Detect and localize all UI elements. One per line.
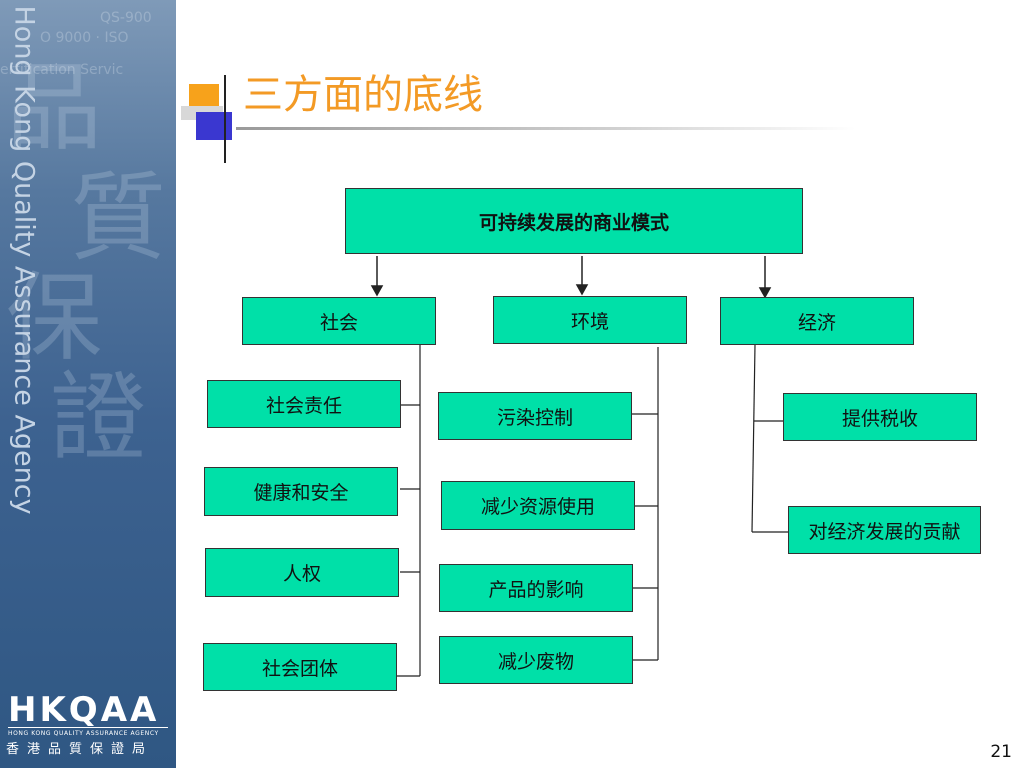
logo-rule <box>8 727 168 728</box>
item-box: 提供税收 <box>783 393 977 441</box>
root-box: 可持续发展的商业模式 <box>345 188 803 254</box>
title-underline <box>236 127 856 130</box>
item-box: 减少资源使用 <box>441 481 635 530</box>
arrow-head <box>758 287 772 299</box>
item-box: 人权 <box>205 548 399 597</box>
item-box: 社会责任 <box>207 380 401 428</box>
accent-square-blue <box>196 112 232 140</box>
logo-chinese: 香港品質保證局 <box>6 742 154 757</box>
watermark-text: ertification Servic <box>0 62 124 78</box>
branch-box-economy: 经济 <box>720 297 914 345</box>
branch-box-social: 社会 <box>242 297 436 345</box>
item-box: 减少废物 <box>439 636 633 684</box>
item-box: 健康和安全 <box>204 467 398 516</box>
arrow-head <box>575 284 589 296</box>
watermark-glyph: 品 <box>6 52 102 164</box>
page-number: 21 <box>990 742 1012 762</box>
accent-square-orange <box>189 84 219 110</box>
item-box: 社会团体 <box>203 643 397 691</box>
watermark-glyph: 質 <box>70 162 166 274</box>
slide-title: 三方面的底线 <box>243 72 483 118</box>
watermark-text: QS-900 <box>100 10 152 26</box>
logo-word: HKQAA <box>8 690 160 730</box>
connector-vertical <box>751 344 756 533</box>
logo-subtitle: HONG KONG QUALITY ASSURANCE AGENCY <box>8 730 159 737</box>
item-box: 污染控制 <box>438 392 632 440</box>
brand-sidebar: 品 質 保 證 QS-900 O 9000 · ISO ertification… <box>0 0 176 768</box>
watermark-glyph: 證 <box>50 362 146 474</box>
item-box: 对经济发展的贡献 <box>788 506 981 554</box>
arrow-head <box>370 285 384 297</box>
watermark-text: O 9000 · ISO <box>40 30 129 46</box>
branch-box-environment: 环境 <box>493 296 687 344</box>
watermark-glyph: 保 <box>6 262 102 374</box>
hkqaa-logo: HKQAA HONG KONG QUALITY ASSURANCE AGENCY… <box>0 690 176 768</box>
accent-vertical-rule <box>224 75 226 163</box>
item-box: 产品的影响 <box>439 564 633 612</box>
